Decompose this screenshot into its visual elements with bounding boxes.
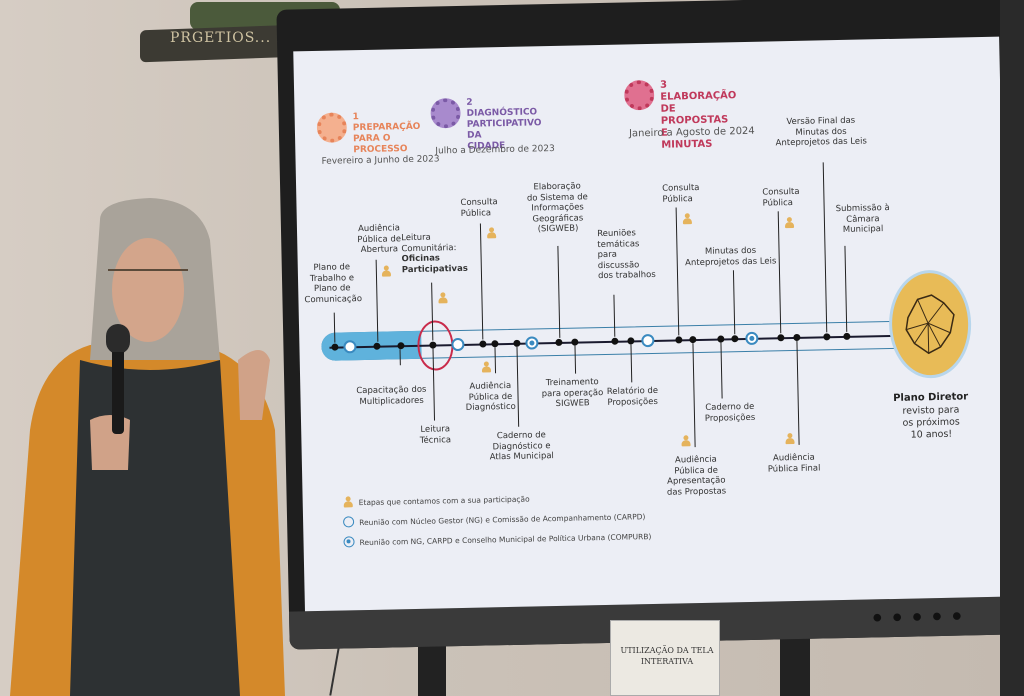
city-map-outline xyxy=(905,294,955,355)
timeline-node[interactable] xyxy=(611,337,619,345)
label-audiencia-propostas: Audiência Pública de Apresentação das Pr… xyxy=(666,454,727,498)
connector xyxy=(613,294,616,337)
group-icon xyxy=(430,97,461,129)
connector xyxy=(557,245,561,338)
label-capacitacao: Capacitação dos Multiplicadores xyxy=(356,384,427,407)
microphone xyxy=(106,324,130,434)
final-subtitle: revisto para os próximos 10 anos! xyxy=(902,404,960,441)
connector xyxy=(822,162,828,333)
legend-compurb-text: Reunião com NG, CARPD e Conselho Municip… xyxy=(359,532,652,548)
connector xyxy=(796,340,800,445)
connector xyxy=(844,245,848,332)
participation-icon xyxy=(343,496,353,508)
connector xyxy=(479,223,484,340)
label-plano-trabalho: Plano de Trabalho e Plano de Comunicação xyxy=(304,262,363,305)
participation-icon xyxy=(681,435,691,447)
lightbulb-icon xyxy=(316,112,348,143)
participation-icon xyxy=(785,433,795,445)
label-consulta-publica-2: Consulta Pública xyxy=(662,182,700,205)
label-sigweb: Elaboração do Sistema de Informações Geo… xyxy=(526,181,588,235)
participation-icon xyxy=(381,265,391,277)
label-caderno-diagnostico: Caderno de Diagnóstico e Atlas Municipal xyxy=(489,430,554,463)
timeline-node[interactable] xyxy=(397,342,405,350)
paper-sign: UTILIZAÇÃO DA TELA INTERATIVA xyxy=(610,620,720,696)
presenter-figure xyxy=(10,198,285,696)
display-buttons-icon[interactable]: ● ● ● ● ● xyxy=(872,610,966,624)
microphone-handle xyxy=(112,352,124,434)
connector xyxy=(777,211,782,334)
display-screen[interactable]: 1 PREPARAÇÃO PARA O PROCESSO Fevereiro a… xyxy=(293,36,1011,612)
phase-2-date: Julho a Dezembro de 2023 xyxy=(435,143,555,157)
timeline-node[interactable] xyxy=(373,342,381,350)
phase-1-title: 1 PREPARAÇÃO PARA O PROCESSO xyxy=(352,112,421,156)
label-oficinas: Oficinas Participativas xyxy=(401,253,468,275)
legend-ng-text: Reunião com Núcleo Gestor (NG) e Comissã… xyxy=(359,512,646,528)
dark-edge xyxy=(1000,0,1024,696)
ring-center xyxy=(749,335,755,341)
ring-icon xyxy=(343,516,355,528)
city-map-icon xyxy=(887,269,973,380)
participation-icon xyxy=(682,213,692,225)
participation-icon xyxy=(481,361,492,373)
connector xyxy=(333,312,336,343)
ring-dot-icon xyxy=(343,536,355,548)
participation-icon xyxy=(438,292,448,304)
phase-3-title: 3 ELABORAÇÃO DE PROPOSTAS E MINUTAS xyxy=(659,79,737,151)
microphone-head xyxy=(106,324,130,354)
sign-text: UTILIZAÇÃO DA TELA INTERATIVA xyxy=(620,646,714,666)
participation-icon xyxy=(784,217,795,229)
ring-center xyxy=(529,340,535,346)
tv-stand-right xyxy=(780,630,810,696)
presenter xyxy=(0,0,300,696)
label-versao-final: Versão Final das Minutas dos Anteprojeto… xyxy=(775,115,867,149)
label-audiencia-diagnostico: Audiência Pública de Diagnóstico xyxy=(465,380,516,413)
interactive-display: ● ● ● ● ● 1 PREPARAÇÃO PARA O PROCESSO F… xyxy=(276,0,1024,650)
label-leitura-comunitaria: Leitura Comunitária: xyxy=(401,232,457,254)
participation-icon xyxy=(487,227,497,239)
label-leitura-tecnica: Leitura Técnica xyxy=(419,424,452,446)
timeline-node[interactable] xyxy=(823,333,831,341)
legend-participation-text: Etapas que contamos com a sua participaç… xyxy=(358,494,530,508)
connector xyxy=(375,259,379,342)
label-consulta-publica-3: Consulta Pública xyxy=(762,186,800,209)
final-title: Plano Diretor xyxy=(893,391,969,404)
label-minutas: Minutas dos Anteprojetos das Leis xyxy=(685,245,777,268)
legend: Etapas que contamos com a sua participaç… xyxy=(343,495,651,556)
label-consulta-publica-1: Consulta Pública xyxy=(460,197,498,219)
timeline-node[interactable] xyxy=(675,336,683,344)
connector xyxy=(692,343,696,448)
label-audiencia-final: Audiência Pública Final xyxy=(767,452,821,475)
label-relatorio: Relatório de Proposições xyxy=(606,385,659,408)
label-submissao: Submissão à Câmara Municipal xyxy=(835,202,890,235)
connector xyxy=(431,282,434,341)
timeline-node[interactable] xyxy=(731,335,739,343)
document-icon xyxy=(623,79,655,111)
connector xyxy=(675,207,680,336)
connector xyxy=(732,270,736,335)
phase-1-date: Fevereiro a Junho de 2023 xyxy=(321,154,440,167)
label-reunioes-tematicas: Reuniões temáticas para discussão dos tr… xyxy=(597,228,656,282)
label-caderno-proposicoes: Caderno de Proposições xyxy=(704,401,756,424)
